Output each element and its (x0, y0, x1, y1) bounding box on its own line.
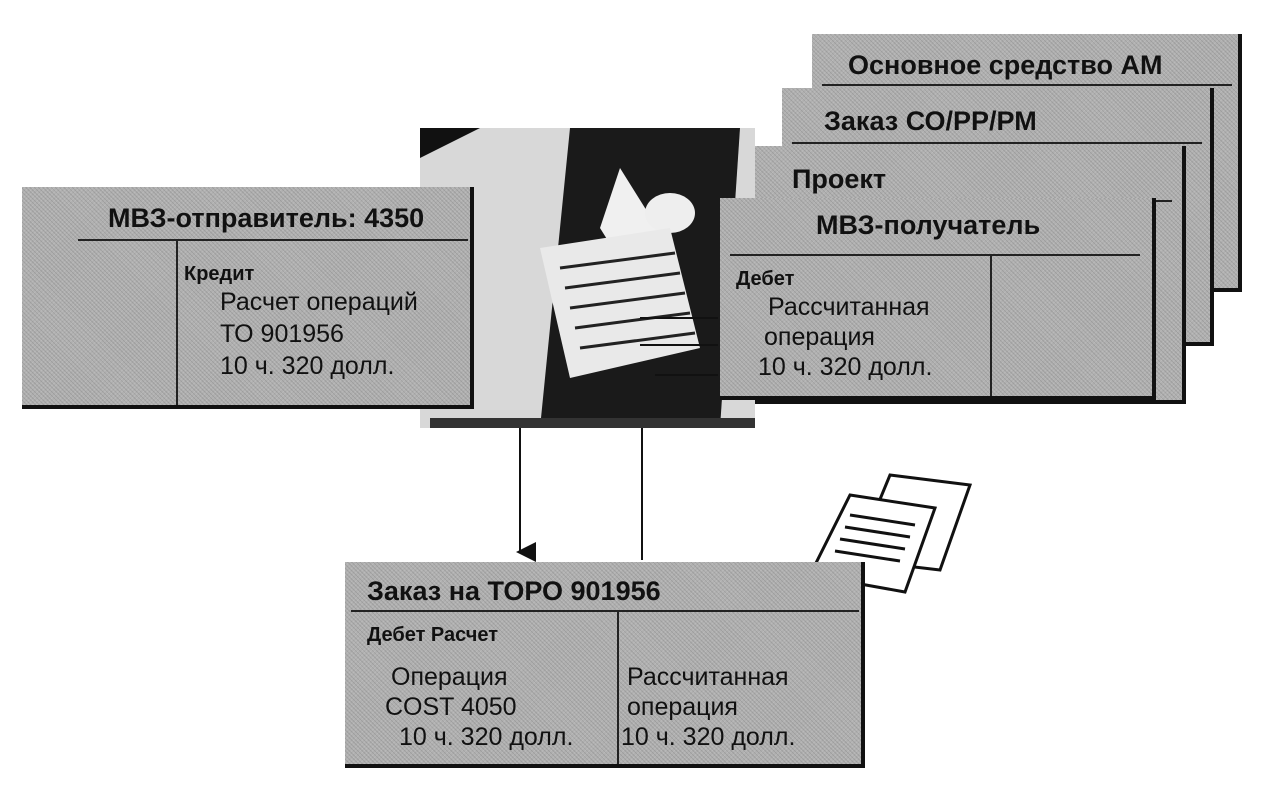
order-t-divider (617, 610, 619, 764)
receiver-box: МВЗ-получатель Дебет Рассчитанная операц… (720, 198, 1156, 400)
sender-t-divider (176, 239, 178, 405)
order-right-line2: операция (627, 693, 738, 721)
receiver-title: МВЗ-получатель (816, 210, 1041, 240)
order-debit-label: Дебет Расчет (367, 624, 498, 646)
sender-title: МВЗ-отправитель: 4350 (108, 203, 425, 233)
order-left-line1: Операция (391, 663, 508, 691)
order-left-line3: 10 ч. 320 долл. (399, 723, 574, 751)
person-at-keyboard-photo (420, 128, 755, 428)
receiver-title-rule (730, 254, 1140, 256)
order-title-rule (351, 610, 859, 612)
sender-credit-label: Кредит (184, 263, 255, 285)
receiver-line2: операция (764, 323, 875, 351)
order-cost-title: Заказ СО/РР/РМ (824, 106, 1037, 136)
sender-box: МВЗ-отправитель: 4350 Кредит Расчет опер… (22, 187, 474, 409)
order-title: Заказ на ТОРО 901956 (367, 576, 661, 606)
sender-line3: 10 ч. 320 долл. (220, 352, 395, 380)
sender-title-rule (78, 239, 468, 241)
receiver-line1: Рассчитанная (768, 293, 930, 321)
receiver-debit-label: Дебет (736, 268, 795, 290)
sender-line1: Расчет операций (220, 288, 418, 316)
order-left-line2: COST 4050 (385, 693, 517, 721)
sender-line2: ТО 901956 (220, 320, 344, 348)
order-box: Заказ на ТОРО 901956 Дебет Расчет Операц… (345, 562, 865, 768)
project-title: Проект (792, 164, 887, 194)
order-right-line1: Рассчитанная (627, 663, 789, 691)
receiver-t-divider (990, 254, 992, 396)
asset-title: Основное средство АМ (848, 50, 1163, 80)
order-right-line3: 10 ч. 320 долл. (621, 723, 796, 751)
asset-title-rule (822, 84, 1232, 86)
order-cost-title-rule (792, 142, 1202, 144)
receiver-line3: 10 ч. 320 долл. (758, 353, 933, 381)
